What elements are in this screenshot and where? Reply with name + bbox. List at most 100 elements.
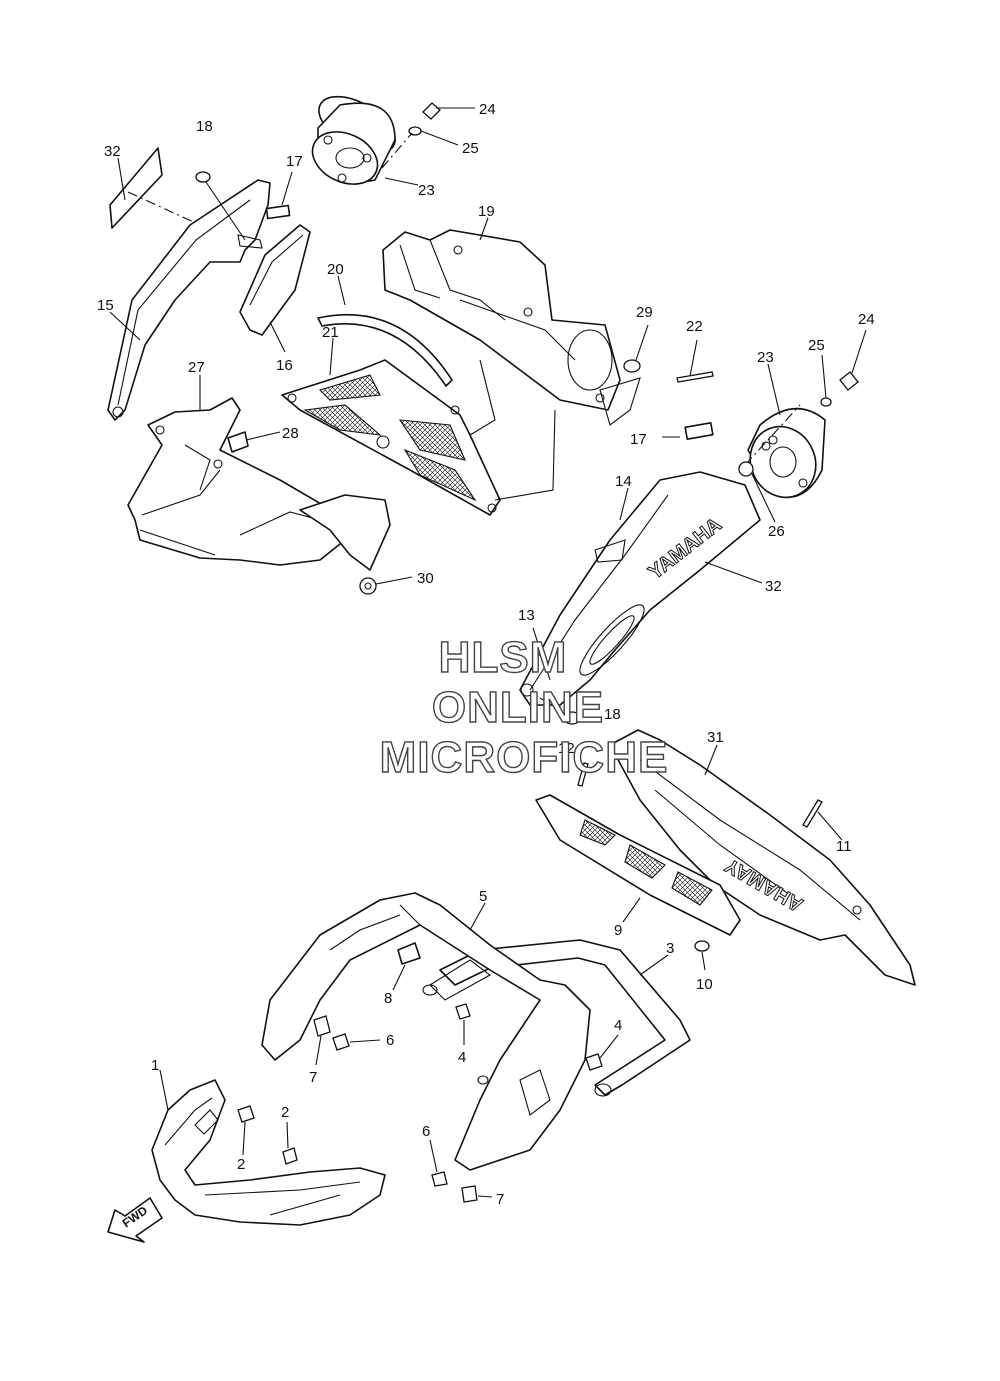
callout-15: 15 (97, 297, 114, 314)
callout-25-top: 25 (462, 140, 479, 157)
callout-27: 27 (188, 359, 205, 376)
nut-26 (738, 461, 776, 523)
bracket-plate-9 (535, 794, 741, 936)
callout-4-center: 4 (458, 1049, 466, 1066)
clip-28 (227, 431, 249, 453)
callout-16: 16 (276, 357, 293, 374)
assembly-line-a (469, 359, 496, 436)
leader-15 (109, 311, 141, 341)
pad-17-right (684, 422, 714, 440)
callout-31: 31 (707, 729, 724, 746)
callout-7-lower: 7 (496, 1191, 504, 1208)
callout-24-right: 24 (858, 311, 875, 328)
callout-23-right: 23 (757, 349, 774, 366)
axis-23-right (744, 404, 801, 466)
leader-21 (329, 337, 334, 376)
callout-18-top: 18 (196, 118, 213, 135)
callout-8: 8 (384, 990, 392, 1007)
callout-1: 1 (151, 1057, 159, 1074)
callout-7-upper: 7 (309, 1069, 317, 1086)
watermark-line-3: MICROFICHE (380, 733, 669, 782)
heat-guard-31 (609, 729, 916, 986)
callout-4-right: 4 (614, 1017, 622, 1034)
leader-9 (622, 897, 641, 923)
leader-32-right (704, 561, 763, 584)
callout-2-lower: 2 (237, 1156, 245, 1173)
callout-23-top: 23 (418, 182, 435, 199)
damper-8 (397, 942, 421, 965)
leader-20 (337, 275, 346, 306)
leader-23-right (767, 363, 781, 416)
nut-30 (359, 576, 413, 595)
leader-1 (159, 1069, 169, 1111)
callout-6-lower: 6 (422, 1123, 430, 1140)
callout-24-top: 24 (479, 101, 496, 118)
callout-21: 21 (322, 324, 339, 341)
callout-5: 5 (479, 888, 487, 905)
leader-5 (469, 902, 486, 931)
callout-32-right: 32 (765, 578, 782, 595)
leader-8 (392, 964, 406, 991)
bolt-24-right (839, 329, 867, 391)
clip-7-lower (461, 1185, 493, 1203)
bolt-2-lower (282, 1121, 298, 1165)
screw-18-lower (539, 697, 581, 725)
leader-13 (532, 627, 551, 681)
washer-10 (694, 940, 710, 971)
rivet-22 (676, 339, 714, 383)
callout-19: 19 (478, 203, 495, 220)
leader-32-left (117, 157, 126, 201)
rivet-11 (802, 799, 843, 841)
bumper-1 (151, 1079, 386, 1226)
bolt-29 (623, 324, 649, 373)
leader-14 (619, 487, 629, 521)
decal-strip-32-left (109, 147, 201, 229)
side-cover-15 (107, 179, 271, 421)
leader-19 (479, 217, 489, 241)
callout-30: 30 (417, 570, 434, 587)
end-cap-23-right (747, 407, 826, 499)
bolt-6-lower (429, 1139, 448, 1187)
wire-20 (317, 313, 453, 387)
bracket-16 (239, 224, 311, 336)
bracket-near-30 (299, 494, 391, 571)
callout-6-upper: 6 (386, 1032, 394, 1049)
callout-25-right: 25 (808, 337, 825, 354)
frame-5 (261, 892, 591, 1171)
watermark-line-1: HLSM (439, 633, 568, 682)
callout-11: 11 (836, 838, 852, 855)
clip-7-upper (313, 1015, 331, 1066)
axis-23-top (381, 132, 413, 169)
callout-3: 3 (666, 940, 674, 957)
leader-16 (269, 321, 286, 353)
bolt-4-right (585, 1034, 619, 1071)
callout-12: 12 (558, 740, 575, 757)
leader-3 (639, 954, 669, 976)
callout-2-upper: 2 (281, 1104, 289, 1121)
mesh-bracket-21 (281, 359, 501, 516)
callout-28: 28 (282, 425, 299, 442)
bolt-2-upper (237, 1105, 255, 1156)
bolt-6-upper (332, 1033, 381, 1051)
callout-22: 22 (686, 318, 703, 335)
housing-19 (382, 229, 641, 426)
washer-25-right (820, 354, 832, 407)
duct-27 (127, 397, 346, 566)
pad-17-top (265, 204, 291, 220)
rivet-12 (577, 762, 589, 787)
callout-20: 20 (327, 261, 344, 278)
callout-13: 13 (518, 607, 535, 624)
washer-25-top (408, 126, 459, 146)
screw-18-top (195, 171, 246, 241)
callout-18-lower: 18 (604, 706, 621, 723)
callout-14: 14 (615, 473, 632, 490)
bolt-4-center (455, 1003, 471, 1045)
callout-17-right: 17 (630, 431, 647, 448)
callout-9: 9 (614, 922, 622, 939)
muffler-14 (519, 471, 761, 706)
callout-10: 10 (696, 976, 713, 993)
watermark: HLSM ONLINE MICROFICHE (379, 632, 669, 782)
bolt-24-top (422, 102, 475, 120)
assembly-line-b (494, 409, 556, 501)
